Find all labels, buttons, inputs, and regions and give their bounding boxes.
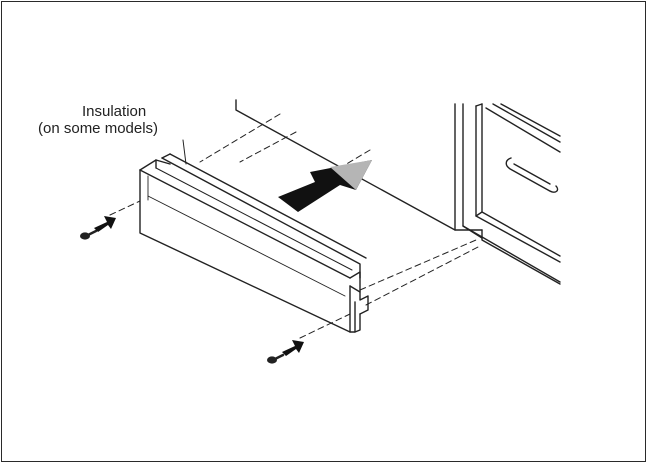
label-leader <box>182 139 187 165</box>
push-arrow-icon <box>94 216 116 232</box>
insulation-note: (on some models) <box>38 120 159 137</box>
drawer <box>475 103 561 263</box>
appliance-body <box>235 99 561 285</box>
push-arrow-icon <box>282 340 304 356</box>
insulation-label: Insulation <box>82 103 147 120</box>
insert-arrow-icon <box>278 160 372 212</box>
alignment-guides <box>109 113 481 339</box>
screw-icon <box>80 229 98 240</box>
screw-icon <box>267 353 285 364</box>
